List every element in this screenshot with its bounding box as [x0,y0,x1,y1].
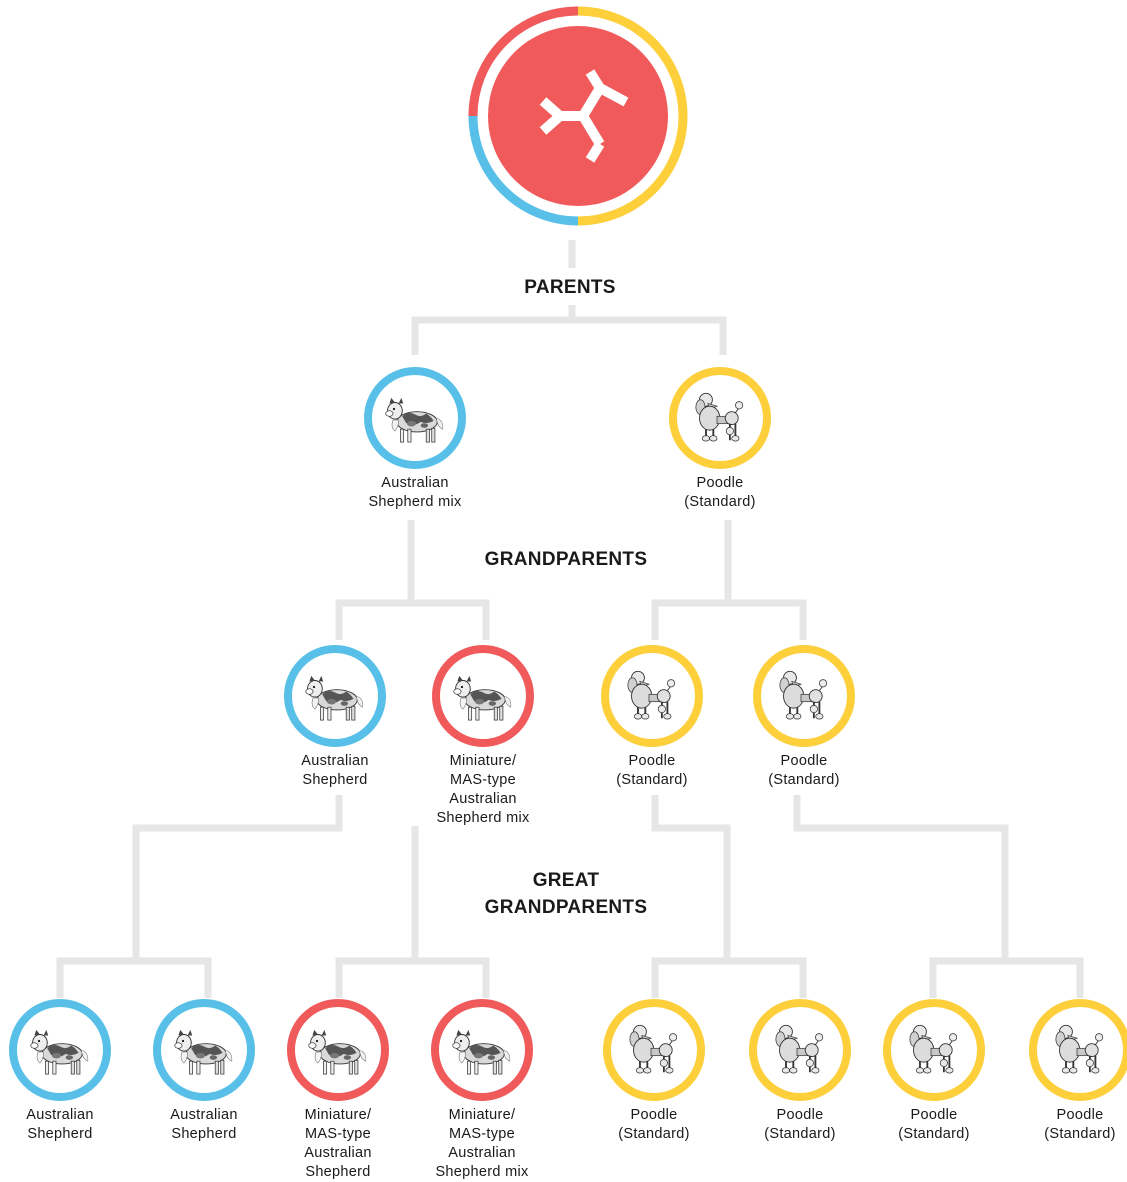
breed-label-gg8: Poodle (Standard) [1015,1106,1127,1144]
parents-heading: PARENTS [524,277,616,298]
breed-node-gg6 [749,999,851,1101]
root-ring-segment [468,115,579,226]
breed-label-line: Shepherd mix [436,810,530,826]
breed-node-g1 [284,645,386,747]
breed-label-line: Shepherd [302,772,368,788]
connector-g2-great [335,957,490,998]
breed-label-line: Miniature/ [449,753,517,769]
breed-node-gg5 [603,999,705,1101]
breed-label-gg7: Poodle (Standard) [869,1106,999,1144]
breed-label-line: Poodle [1056,1107,1104,1123]
breed-label-gg6: Poodle (Standard) [735,1106,865,1144]
breed-label-line: Poodle [630,1107,678,1123]
root-mix-emblem [468,6,688,226]
breed-label-line: Shepherd mix [435,1164,529,1180]
great-heading-line1: GREAT [532,870,600,891]
breed-node-g4 [753,645,855,747]
breed-label-line: Poodle [628,753,676,769]
breed-label-line: Shepherd [171,1126,237,1142]
great-heading-line2: GRANDPARENTS [484,897,648,918]
connector-g4-great [929,957,1084,998]
breed-label-line: (Standard) [898,1126,970,1142]
breed-label-line: Australian [448,1145,516,1161]
breed-label-line: Australian [26,1107,94,1123]
connector-p1-grandparents [335,599,490,640]
breed-label-line: (Standard) [768,772,840,788]
breed-node-g2 [432,645,534,747]
breed-label-gg5: Poodle (Standard) [589,1106,719,1144]
breed-node-gg8 [1029,999,1127,1101]
connector-g1-great [56,957,212,998]
root-ancestry-ring [468,6,688,226]
breed-label-line: (Standard) [1044,1126,1116,1142]
breed-node-gg1 [9,999,111,1101]
breed-label-line: Australian [170,1107,238,1123]
breed-node-g3 [601,645,703,747]
root-ring-segment [577,6,688,226]
breed-label-line: (Standard) [616,772,688,788]
tree-connector-lines [56,240,1084,998]
breed-label-line: Poodle [910,1107,958,1123]
breed-node-gg4 [431,999,533,1101]
breed-label-line: Australian [304,1145,372,1161]
breed-label-line: Miniature/ [448,1107,516,1123]
connector-g3-branch [651,795,731,961]
breed-label-g3: Poodle (Standard) [587,752,717,790]
breed-node-p2 [669,367,771,469]
breed-node-p1 [364,367,466,469]
connector-g1-branch [132,795,343,961]
breed-node-gg7 [883,999,985,1101]
breed-label-line: MAS-type [448,1126,516,1142]
breed-label-line: Poodle [696,475,744,491]
breed-label-g4: Poodle (Standard) [739,752,869,790]
breed-label-line: (Standard) [684,494,756,510]
breed-label-line: Australian [449,791,517,807]
breed-label-line: Poodle [780,753,828,769]
breed-label-line: Poodle [776,1107,824,1123]
breed-node-gg2 [153,999,255,1101]
grandparents-heading: GRANDPARENTS [484,549,648,570]
breed-label-line: Shepherd [27,1126,93,1142]
breed-nodes [9,367,1127,1101]
breed-label-line: Australian [381,475,449,491]
connector-g3-great [651,957,807,998]
breed-label-line: (Standard) [618,1126,690,1142]
connector-root-parents [411,305,727,355]
breed-label-line: (Standard) [764,1126,836,1142]
great-grandparents-heading: GREAT GRANDPARENTS [456,867,676,921]
breed-label-line: MAS-type [304,1126,372,1142]
breed-label-line: Shepherd [305,1164,371,1180]
breed-label-p2: Poodle (Standard) [655,474,785,512]
breed-label-line: Shepherd mix [368,494,462,510]
root-ring-segment [468,6,579,117]
connector-g4-branch [793,795,1009,961]
split-arrows-icon [539,69,629,163]
breed-label-line: Miniature/ [304,1107,372,1123]
connector-p2-grandparents [651,599,807,640]
breed-node-gg3 [287,999,389,1101]
breed-label-line: MAS-type [449,772,517,788]
breed-label-line: Australian [301,753,369,769]
